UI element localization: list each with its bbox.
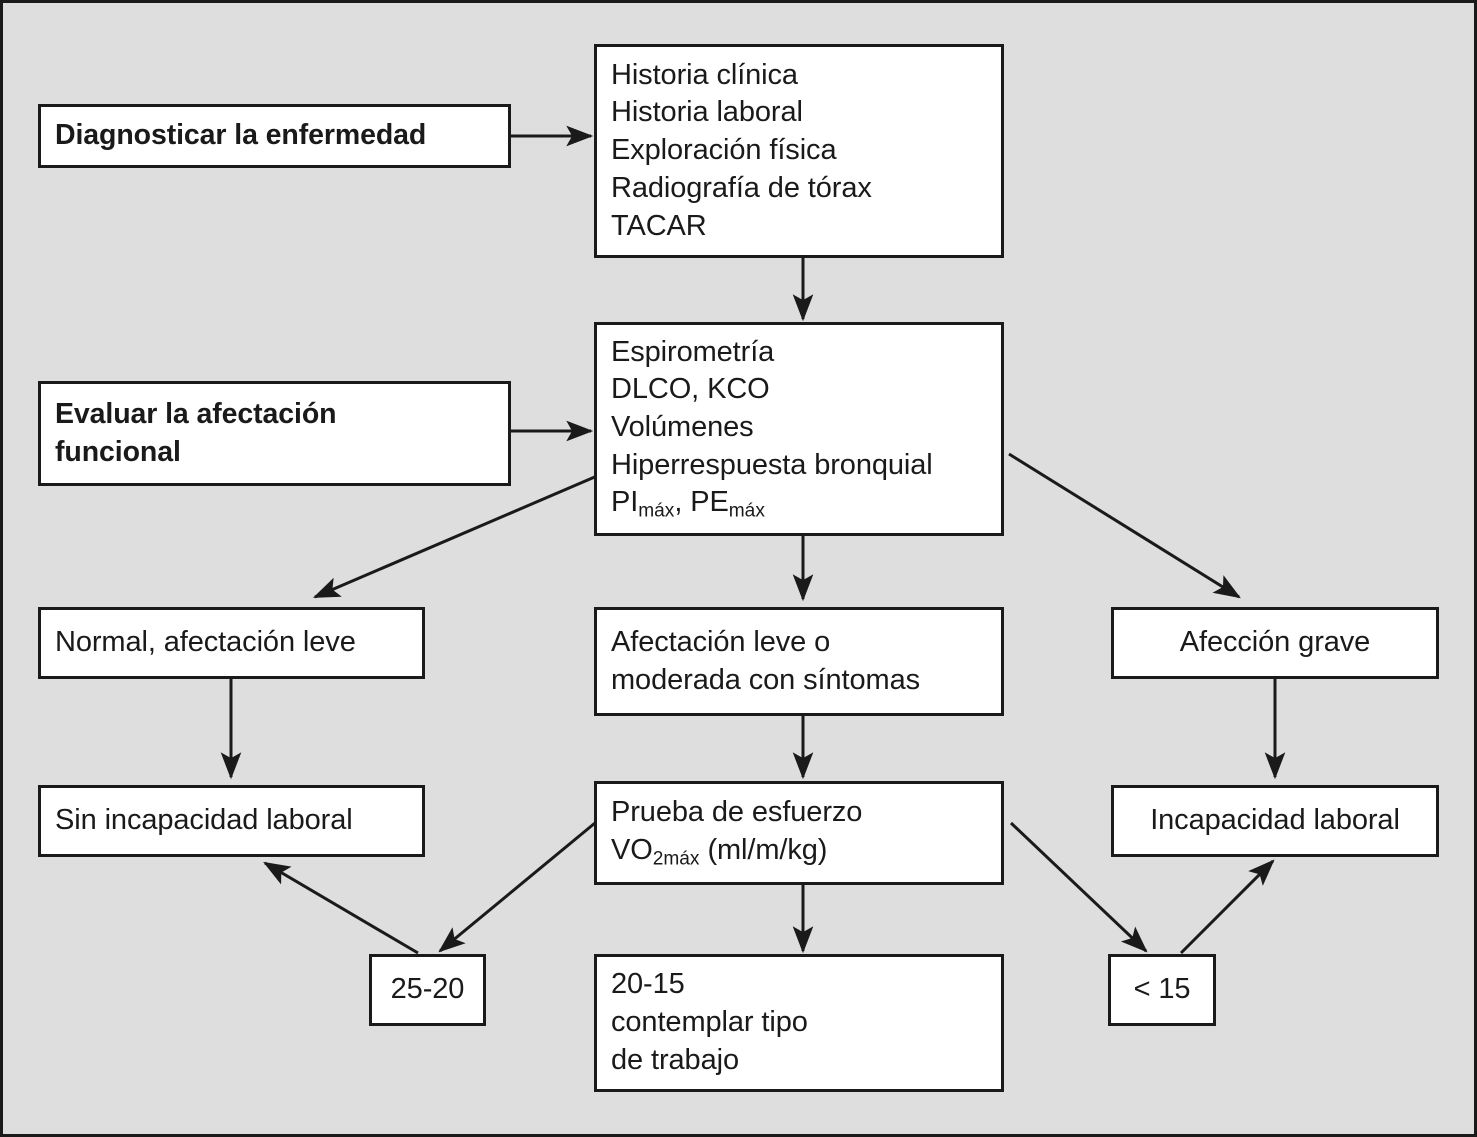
vo2max-units: (ml/m/kg) bbox=[699, 833, 828, 866]
node-prueba-de-esfuerzo-text: Prueba de esfuerzo VO2máx (ml/m/kg) bbox=[597, 794, 876, 872]
node-pruebas-funcionales-text: Espirometría DLCO, KCO Volúmenes Hiperre… bbox=[597, 334, 947, 525]
node-pruebas-funcionales-lines: Espirometría DLCO, KCO Volúmenes Hiperre… bbox=[611, 335, 933, 481]
node-normal-afectacion-leve[interactable]: Normal, afectación leve bbox=[38, 607, 425, 679]
pimax-base: PI bbox=[611, 486, 639, 519]
vo2max-expression: VO2máx (ml/m/kg) bbox=[611, 833, 828, 870]
node-afectacion-leve-moderada-label: Afectación leve o moderada con síntomas bbox=[611, 625, 921, 696]
node-rango-25-20[interactable]: 25-20 bbox=[369, 954, 486, 1026]
prueba-esfuerzo-line1: Prueba de esfuerzo bbox=[611, 796, 863, 829]
pemax-base: , PE bbox=[674, 486, 729, 519]
pemax-subscript: máx bbox=[728, 500, 765, 522]
vo2max-base: VO bbox=[611, 833, 653, 866]
node-evaluar-la-afectacion-funcional[interactable]: Evaluar la afectación funcional bbox=[38, 381, 511, 486]
edge-25-20-to-sin-incapacidad bbox=[263, 861, 419, 955]
node-rango-25-20-label: 25-20 bbox=[390, 973, 465, 1006]
node-afeccion-grave[interactable]: Afección grave bbox=[1111, 607, 1439, 679]
edge-funcionales-to-grave bbox=[1008, 452, 1241, 599]
node-pruebas-diagnostico[interactable]: Historia clínica Historia laboral Explor… bbox=[594, 44, 1004, 258]
node-diagnosticar-label: Diagnosticar la enfermedad bbox=[55, 119, 427, 152]
edge-prueba-to-25-20 bbox=[438, 821, 596, 953]
node-rango-20-15[interactable]: 20-15 contemplar tipo de trabajo bbox=[594, 954, 1004, 1092]
vo2max-subscript: 2máx bbox=[652, 848, 700, 870]
node-rango-menor-15[interactable]: < 15 bbox=[1108, 954, 1216, 1026]
node-evaluar-label: Evaluar la afectación funcional bbox=[55, 398, 337, 468]
node-pimax-pemax: PImáx, PEmáx bbox=[611, 486, 765, 521]
node-sin-incapacidad-laboral-label: Sin incapacidad laboral bbox=[55, 804, 353, 837]
node-rango-20-15-label: 20-15 contemplar tipo de trabajo bbox=[611, 968, 808, 1076]
node-normal-afectacion-leve-label: Normal, afectación leve bbox=[55, 626, 356, 659]
node-pruebas-funcionales[interactable]: Espirometría DLCO, KCO Volúmenes Hiperre… bbox=[594, 322, 1004, 536]
edge-funcionales-to-normal bbox=[312, 474, 598, 599]
node-incapacidad-laboral[interactable]: Incapacidad laboral bbox=[1111, 785, 1439, 857]
node-afeccion-grave-label: Afección grave bbox=[1179, 626, 1371, 659]
node-pruebas-diagnostico-text: Historia clínica Historia laboral Explor… bbox=[611, 58, 872, 242]
node-prueba-de-esfuerzo[interactable]: Prueba de esfuerzo VO2máx (ml/m/kg) bbox=[594, 781, 1004, 885]
edge-prueba-to-menor-15 bbox=[1009, 821, 1148, 953]
edge-menor-15-to-incapacidad bbox=[1179, 859, 1275, 955]
flowchart-connectors bbox=[220, 125, 1286, 955]
node-incapacidad-laboral-label: Incapacidad laboral bbox=[1150, 804, 1400, 837]
node-afectacion-leve-moderada[interactable]: Afectación leve o moderada con síntomas bbox=[594, 607, 1004, 716]
node-diagnosticar-la-enfermedad[interactable]: Diagnosticar la enfermedad bbox=[38, 104, 511, 168]
node-sin-incapacidad-laboral[interactable]: Sin incapacidad laboral bbox=[38, 785, 425, 857]
pimax-subscript: máx bbox=[638, 500, 675, 522]
node-rango-menor-15-label: < 15 bbox=[1133, 973, 1191, 1006]
